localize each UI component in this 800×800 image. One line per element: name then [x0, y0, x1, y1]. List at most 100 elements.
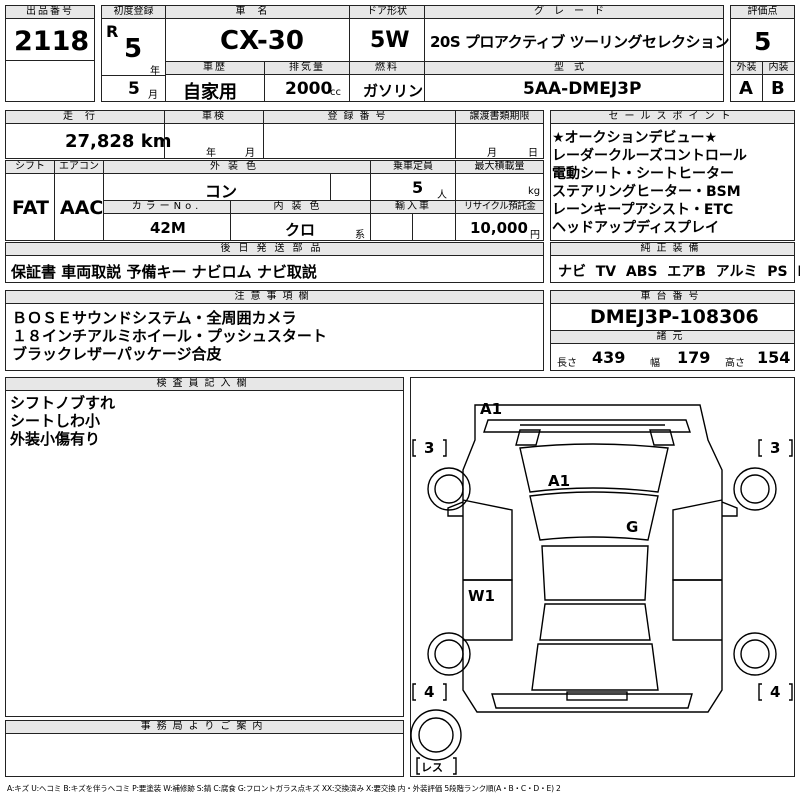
wheel-front-left-inner: [434, 474, 464, 504]
door-type: 5W: [370, 28, 410, 53]
equipment-item: PS: [767, 264, 788, 280]
mirror-left: [447, 501, 464, 517]
equipment-item: ABS: [625, 264, 658, 280]
model-name: CX-30: [220, 26, 304, 56]
first-reg-year: 5: [124, 34, 143, 64]
car-diagram: [410, 377, 795, 777]
int-grade-box: [762, 74, 795, 102]
rear-bumper: [491, 693, 693, 709]
interior-unit: 系: [355, 230, 365, 241]
length: 439: [592, 348, 626, 367]
sales-points-box: [550, 123, 795, 241]
plate: [566, 691, 628, 701]
first-reg-divider: [101, 75, 166, 76]
inspector-line: 外装小傷有り: [10, 430, 101, 448]
rear-window: [539, 603, 651, 641]
year-unit: 年: [150, 66, 160, 77]
car-outline: [462, 404, 723, 713]
spare-wheel-inner: [418, 717, 454, 753]
spare-tire: レス: [421, 761, 443, 774]
exterior-color: コン: [205, 182, 238, 201]
import-divider: [412, 213, 413, 241]
width: 179: [677, 348, 711, 367]
front-bumper: [483, 419, 691, 433]
sales-point: ヘッドアップディスプレイ: [552, 220, 720, 236]
type-box: [424, 74, 724, 102]
capacity: 5: [412, 178, 424, 197]
color-no: 42M: [150, 219, 186, 237]
bracket-spare: [416, 757, 420, 775]
length-label: 長さ: [557, 358, 577, 369]
equipment-item: エアB: [667, 264, 706, 280]
sales-point: 電動シート・シートヒーター: [552, 166, 734, 182]
chassis-number: DMEJ3P-108306: [590, 306, 759, 328]
width-label: 幅: [650, 358, 660, 369]
bracket-rr-r: [789, 683, 793, 701]
spec-box: [550, 343, 795, 371]
office-box: [5, 733, 404, 777]
left-front-door: [462, 499, 513, 581]
notes-box: [5, 303, 544, 371]
roof: [541, 545, 649, 601]
transfer-box: [455, 123, 544, 159]
lot-number: 2118: [14, 26, 90, 57]
type-code: 5AA-DMEJ3P: [523, 79, 642, 99]
transfer-month: 月: [487, 148, 497, 159]
transfer-day: 日: [528, 148, 538, 159]
ext-grade: A: [739, 78, 753, 99]
fuel: ガソリン: [363, 82, 424, 100]
bracket-rr: [758, 683, 762, 701]
equipment-item: アルミ: [715, 264, 758, 280]
inspector-box: [5, 390, 404, 717]
legend: A:キズ U:ヘコミ B:キズを伴うヘコミ P:要塗装 W:補修跡 S:錆 C:…: [7, 784, 561, 793]
note-line: １８インチアルミホイール・プッシュスタート: [12, 327, 327, 345]
bracket-fr-r: [789, 439, 793, 457]
history: 自家用: [183, 82, 237, 103]
month-unit: 月: [148, 90, 158, 101]
notes-list: ＢＯＳＥサウンドシステム・全周囲カメラ １８インチアルミホイール・プッシュスター…: [12, 309, 327, 363]
headlight-left: [515, 429, 541, 446]
int-grade: B: [771, 78, 785, 99]
air-con: AAC: [60, 197, 104, 219]
wheel-front-left: [427, 467, 471, 511]
wheel-front-right-inner: [740, 474, 770, 504]
trunk: [531, 643, 659, 691]
spare-wheel: [410, 709, 462, 761]
color-inner-divider: [330, 173, 331, 201]
headlight-right: [649, 429, 675, 446]
wheel-rear-right-inner: [740, 639, 770, 669]
recycle-unit: 円: [530, 230, 540, 241]
bracket-fl: [412, 439, 416, 457]
displacement: 2000: [285, 79, 333, 99]
load-unit: kg: [528, 186, 541, 197]
windshield: [529, 491, 659, 541]
inspector-line: シフトノブすれ: [10, 394, 116, 412]
damage-mark-windshield: G: [626, 518, 639, 536]
score: 5: [754, 27, 772, 56]
height: 154: [757, 348, 791, 367]
first-reg-month: 5: [128, 79, 140, 99]
sales-points-list: ★オークションデビュー★ レーダークルーズコントロール 電動シート・シートヒータ…: [552, 129, 747, 237]
inspector-line: シートしわ小: [10, 412, 101, 430]
wheel-rear-right: [733, 632, 777, 676]
height-label: 高さ: [725, 358, 745, 369]
later-parts-box: [5, 255, 544, 283]
left-rear-door: [463, 579, 513, 641]
tire-fr: 3: [770, 439, 781, 457]
wheel-rear-left: [427, 632, 471, 676]
mileage: 27,828 km: [65, 131, 172, 152]
right-rear-door: [672, 579, 722, 641]
insp-month-unit: 月: [245, 148, 255, 159]
sales-point: レーダークルーズコントロール: [552, 148, 747, 164]
equipment-item: TV: [595, 264, 617, 280]
hood: [519, 443, 669, 493]
sales-point: ★オークションデビュー★: [552, 130, 718, 146]
damage-mark-front-bumper: A1: [480, 400, 503, 418]
equipment-list: ナビ TV ABS エアB アルミ PS PW: [558, 261, 800, 281]
right-front-door: [672, 499, 723, 581]
bracket-rl-r: [443, 683, 447, 701]
capacity-unit: 人: [437, 190, 447, 201]
bracket-fl-r: [443, 439, 447, 457]
bracket-spare-r: [453, 757, 457, 775]
bracket-fr: [758, 439, 762, 457]
